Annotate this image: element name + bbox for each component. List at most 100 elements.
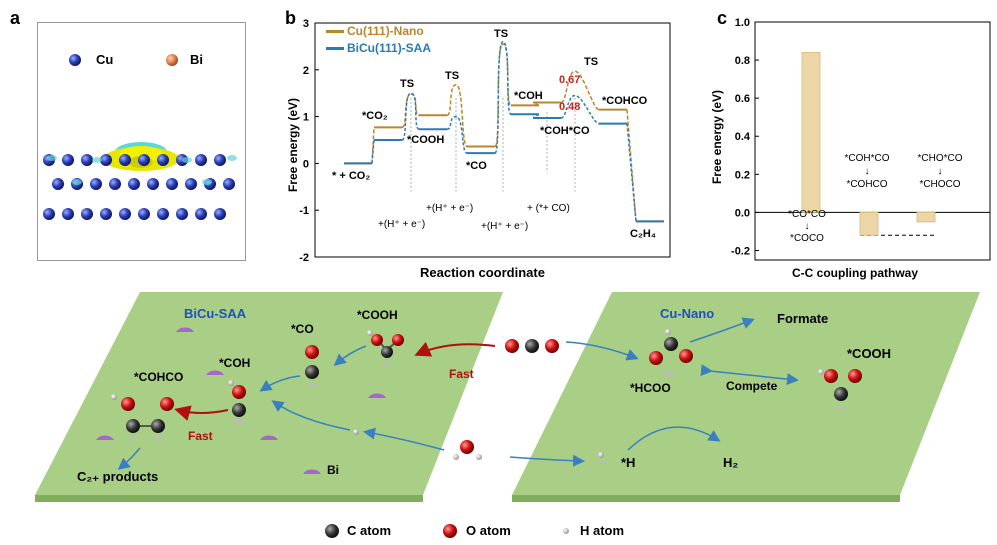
cu-atom xyxy=(100,208,112,220)
d-label-compete: Compete xyxy=(726,379,778,393)
arrow-coh-to-cohco-fast xyxy=(174,405,229,421)
b-legend-nano-label: Cu(111)-Nano xyxy=(347,24,424,38)
cu-atom xyxy=(119,208,131,220)
cu-atom xyxy=(214,208,226,220)
cc-coupling-chart: -0.20.00.20.40.60.81.0 xyxy=(731,17,991,261)
cu-atom xyxy=(109,178,121,190)
legend-bi-label: Bi xyxy=(190,52,203,67)
arrow-h2o-to-h xyxy=(363,427,445,451)
b-label-co: *CO xyxy=(466,160,487,172)
h-adsorbed-right xyxy=(596,452,606,464)
c-coco-bottom: *COCO xyxy=(790,233,824,244)
charge-density-fragment xyxy=(227,155,237,161)
c-choco-bottom: *CHOCO xyxy=(919,179,961,190)
bi-sites xyxy=(96,327,386,474)
o-atom-icon xyxy=(443,524,457,538)
h-atom-icon xyxy=(563,528,569,534)
charge-density-fragment xyxy=(182,157,192,163)
arrow-h-to-coh xyxy=(271,400,351,431)
bi-atom-icon xyxy=(166,54,178,66)
b-barrier-saa: 0.48 xyxy=(559,101,581,113)
b-label-cohco-product: *COHCO xyxy=(602,95,648,107)
b-xlabel: Reaction coordinate xyxy=(420,265,545,280)
cu-atom xyxy=(195,208,207,220)
b-legend-saa-label: BiCu(111)-SAA xyxy=(347,41,432,55)
panel-a-structure xyxy=(43,54,237,220)
d-label-coh: *COH xyxy=(219,356,251,370)
cooh-molecule-right xyxy=(818,369,862,410)
cu-atom-icon xyxy=(69,54,81,66)
b-label-start: * + CO₂ xyxy=(332,170,371,182)
legend-cu-label: Cu xyxy=(96,52,114,67)
b-legend-saa: BiCu(111)-SAA xyxy=(326,41,431,55)
cu-atom xyxy=(185,178,197,190)
cu-atom xyxy=(62,154,74,166)
arrow-cooh-to-co xyxy=(333,345,367,366)
c-cohco-top: *COH*CO xyxy=(844,153,890,164)
arrow-co2-to-cooh-fast xyxy=(414,341,496,357)
cu-nano-platform-side xyxy=(512,495,900,502)
bi-blob xyxy=(96,435,114,440)
b-ytick-label: 2 xyxy=(303,65,309,77)
c-bar xyxy=(801,52,821,213)
c-label-coco: *CO*CO ↓ *COCO xyxy=(780,209,834,245)
b-legend-nano: Cu(111)-Nano xyxy=(326,24,424,38)
arrow-h-to-h2 xyxy=(627,426,721,451)
cu-atom xyxy=(81,154,93,166)
cu-atom xyxy=(100,154,112,166)
b-label-cohco: *COH*CO xyxy=(540,125,590,137)
cu-atom xyxy=(119,154,131,166)
arrow-cohco-to-c2 xyxy=(117,447,141,470)
bi-blob xyxy=(260,435,278,440)
c-cohco-bottom: *COHCO xyxy=(846,179,888,190)
b-label-ts2: TS xyxy=(445,70,460,82)
d-right-title: Cu-Nano xyxy=(660,306,715,321)
b-ytick-label: -2 xyxy=(299,252,309,264)
d-label-cooh-left: *COOH xyxy=(357,308,398,322)
d-label-bi: Bi xyxy=(327,463,339,477)
cu-atom xyxy=(223,178,235,190)
d-label-fast-2: Fast xyxy=(188,429,213,443)
cu-atom xyxy=(62,208,74,220)
b-label-coh: *COH xyxy=(514,90,543,102)
bicu-saa-platform xyxy=(35,292,503,495)
b-label-ts4: TS xyxy=(584,56,599,68)
b-label-co2: *CO₂ xyxy=(362,110,388,122)
arrow-co2-to-hcoo xyxy=(565,341,639,361)
c-axis-frame xyxy=(754,21,991,261)
d-label-formate: Formate xyxy=(777,311,829,326)
cu-atom xyxy=(157,208,169,220)
coh-molecule-left xyxy=(228,380,246,423)
d-label-fast-1: Fast xyxy=(449,367,474,381)
d-label-cohco: *COHCO xyxy=(134,370,184,384)
b-label-step1: +(H⁺ + e⁻) xyxy=(378,219,426,230)
c-choco-top: *CHO*CO xyxy=(917,153,963,164)
c-ytick-label: -0.2 xyxy=(731,245,750,257)
c-choco-arrow: ↓ xyxy=(937,166,943,177)
cu-atom xyxy=(128,178,140,190)
mechanism-schematic xyxy=(35,292,980,538)
arrow-compete xyxy=(700,364,799,386)
charge-density-fragment xyxy=(47,155,57,161)
c-ytick-label: 0.2 xyxy=(735,169,750,181)
c-bar xyxy=(859,211,879,236)
c-coco-arrow: ↓ xyxy=(804,221,810,232)
b-label-c2h4: C₂H₄ xyxy=(630,228,657,240)
c-ytick-label: 0.8 xyxy=(735,55,750,67)
d-label-cooh-right: *COOH xyxy=(847,346,892,361)
b-barrier-nano: 0.67 xyxy=(559,74,581,86)
b-ytick-label: 1 xyxy=(303,112,309,124)
cu-atom xyxy=(138,208,150,220)
c-ytick-label: 0.4 xyxy=(735,131,751,143)
c-xlabel: C-C coupling pathway xyxy=(792,266,918,280)
b-series-saa xyxy=(371,40,637,222)
d-legend-o: O atom xyxy=(466,523,511,538)
cu-atom xyxy=(81,208,93,220)
co2-molecule xyxy=(505,339,559,353)
b-label-ts3: TS xyxy=(494,28,509,40)
c-cohco-arrow: ↓ xyxy=(864,166,870,177)
c-coco-top: *CO*CO xyxy=(788,209,826,220)
cu-nano-platform xyxy=(512,292,980,495)
c-label-choco: *CHO*CO ↓ *CHOCO xyxy=(910,152,970,191)
